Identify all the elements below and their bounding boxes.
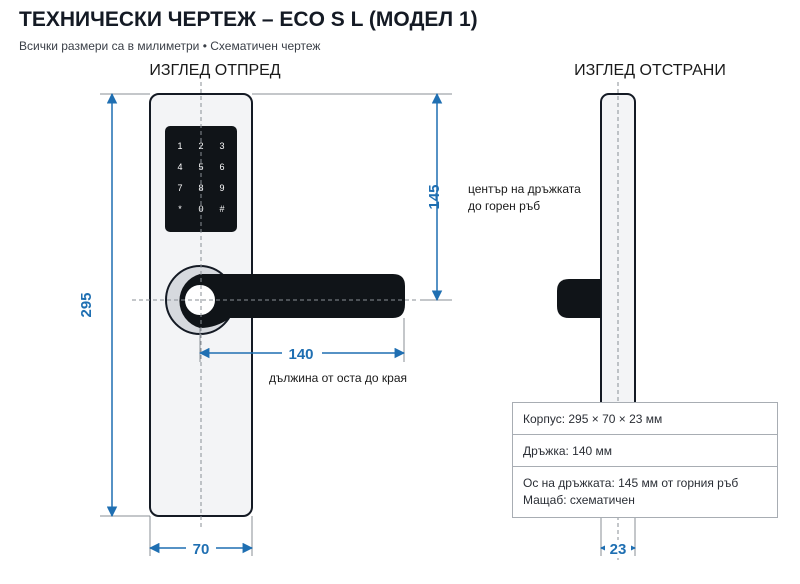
handle-length-note: дължина от оста до края: [269, 371, 407, 385]
width-value: 70: [193, 541, 210, 558]
dimension-width: 70: [148, 516, 254, 558]
front-view: 1 2 3 4 5 6 7 8 9 * 0 #: [132, 82, 417, 528]
keypad-panel: [165, 126, 237, 232]
spec-handle-axis: Ос на дръжката: 145 мм от горния ръб: [523, 476, 739, 490]
spec-body-size: Корпус: 295 × 70 × 23 мм: [513, 403, 777, 435]
spec-axis-and-scale: Ос на дръжката: 145 мм от горния ръб Мащ…: [513, 467, 777, 517]
keypad-key: *: [178, 204, 182, 214]
keypad-key: 3: [219, 141, 224, 151]
keypad-key: 6: [219, 162, 224, 172]
keypad-key: 9: [219, 183, 224, 193]
keypad-key: 7: [177, 183, 182, 193]
front-view-label: ИЗГЛЕД ОТПРЕД: [149, 62, 280, 79]
keypad-key: #: [219, 204, 224, 214]
keypad-key: 1: [177, 141, 182, 151]
spec-scale: Мащаб: схематичен: [523, 493, 635, 507]
dimension-handle-center: 145 център на дръжката до горен ръб: [252, 92, 581, 302]
keypad-key: 4: [177, 162, 182, 172]
handle-lever: [179, 274, 405, 328]
spec-info-box: Корпус: 295 × 70 × 23 мм Дръжка: 140 мм …: [512, 402, 778, 518]
dimension-height: 295: [78, 92, 150, 518]
handle-center-value: 145: [426, 184, 443, 209]
dimension-handle-length: 140 дължина от оста до края: [198, 318, 407, 385]
height-value: 295: [78, 292, 95, 317]
side-view-label: ИЗГЛЕД ОТСТРАНИ: [574, 62, 726, 79]
page-subtitle: Всички размери са в милиметри • Схематич…: [19, 39, 321, 53]
page-title: ТЕХНИЧЕСКИ ЧЕРТЕЖ – ECO S L (МОДЕЛ 1): [19, 8, 478, 31]
handle-length-value: 140: [288, 346, 313, 363]
depth-value: 23: [610, 541, 627, 558]
spec-handle-length: Дръжка: 140 мм: [513, 435, 777, 467]
handle-side: [557, 279, 601, 318]
handle-center-note-line1: център на дръжката: [468, 182, 581, 196]
handle-center-note-line2: до горен ръб: [468, 199, 540, 213]
